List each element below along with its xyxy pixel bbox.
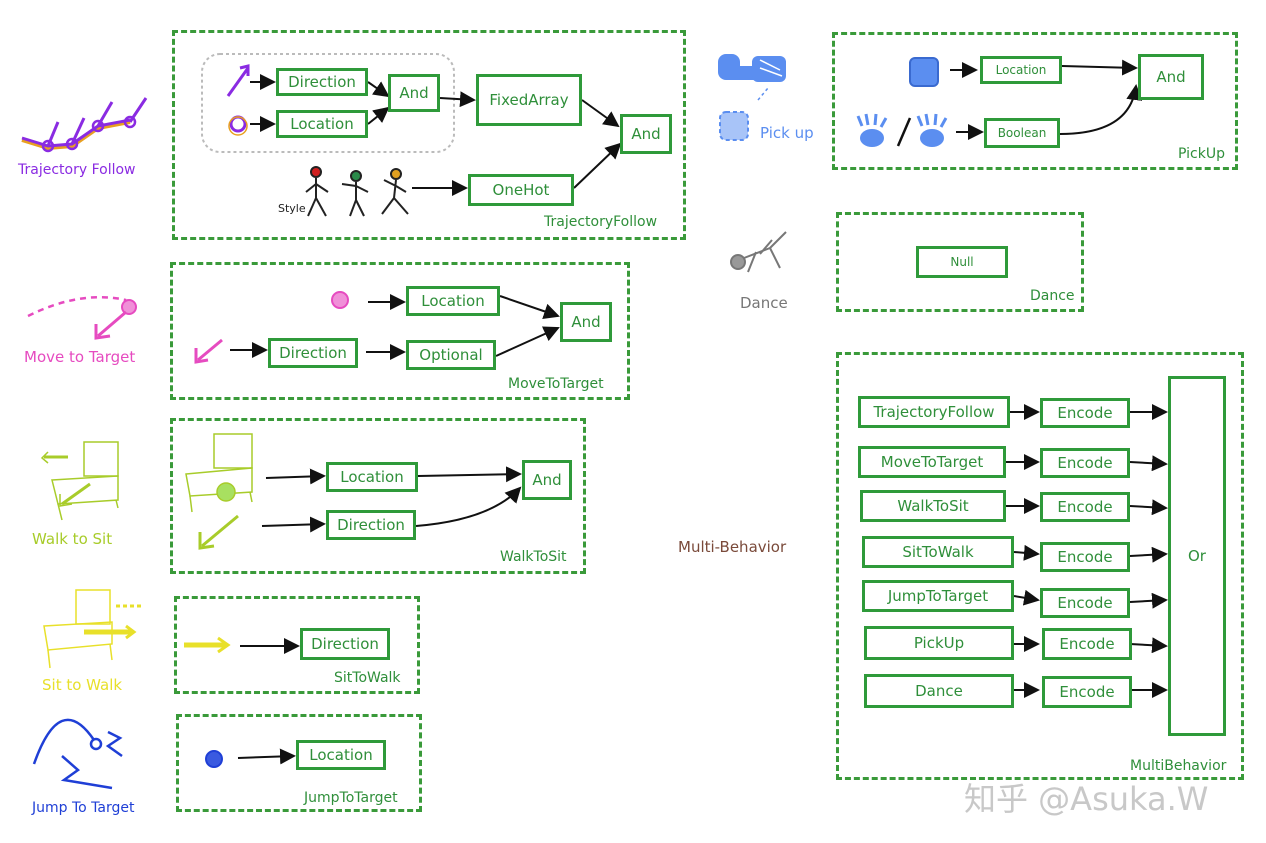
mb-frame-title: MultiBehavior [1130, 758, 1227, 774]
move-direction-icon [197, 338, 223, 362]
label-walk-to-sit: Walk to Sit [32, 530, 113, 548]
style-dancers-icon [305, 166, 409, 217]
move-to-target-frame [170, 262, 630, 400]
mb-row-encode: Encode [1040, 542, 1130, 572]
label-move-to-target: Move to Target [24, 348, 136, 366]
ws-frame-title: WalkToSit [500, 549, 567, 565]
sw-direction-node: Direction [300, 628, 390, 660]
jump-target-icon [32, 718, 123, 790]
jump-dot-icon [205, 750, 223, 768]
tf-onehot-node: OneHot [468, 174, 574, 206]
chair-icon [185, 433, 253, 513]
sit-direction-icon [201, 514, 239, 548]
tf-location-node: Location [276, 110, 368, 138]
mb-row-encode: Encode [1040, 448, 1130, 478]
mb-row-name: Dance [864, 674, 1014, 708]
mb-row-name: WalkToSit [860, 490, 1006, 522]
multi-behavior-frame [836, 352, 1244, 780]
sit-walk-chair-icon [43, 589, 144, 669]
mt-frame-title: MoveToTarget [508, 376, 604, 392]
walk-to-sit-frame [170, 418, 586, 574]
move-target-icon [27, 295, 137, 340]
direction-arrow-icon [226, 67, 250, 97]
sw-frame-title: SitToWalk [334, 670, 401, 686]
pu-boolean-node: Boolean [984, 118, 1060, 148]
pu-location-node: Location [980, 56, 1062, 84]
tf-direction-node: Direction [276, 68, 368, 96]
mb-row-name: PickUp [864, 626, 1014, 660]
mt-location-node: Location [406, 286, 500, 316]
ws-and-node: And [522, 460, 572, 500]
dance-null-node: Null [916, 246, 1008, 278]
pick-up-frame [832, 32, 1238, 170]
mb-row-encode: Encode [1042, 628, 1132, 660]
mt-optional-node: Optional [406, 340, 496, 370]
mb-row-encode: Encode [1040, 398, 1130, 428]
tf-frame-title: TrajectoryFollow [544, 214, 658, 230]
target-dot-icon [331, 291, 349, 309]
mb-row-encode: Encode [1042, 676, 1132, 708]
dance-icon [730, 231, 787, 273]
jt-frame-title: JumpToTarget [304, 790, 398, 806]
ws-direction-node: Direction [326, 510, 416, 540]
mb-or-node: Or [1168, 376, 1226, 736]
mb-row-encode: Encode [1040, 492, 1130, 522]
tf-and-node-1: And [388, 74, 440, 112]
label-jump-to-target: Jump To Target [32, 800, 135, 816]
hand-open-icon [856, 113, 948, 147]
mt-direction-node: Direction [268, 338, 358, 368]
jump-to-target-frame [176, 714, 422, 812]
tf-and-node-2: And [620, 114, 672, 154]
mt-and-node: And [560, 302, 612, 342]
label-style: Style [278, 202, 306, 215]
mb-row-name: TrajectoryFollow [858, 396, 1010, 428]
label-pick-up: Pick up [760, 124, 814, 142]
watermark: 知乎 @Asuka.W [964, 780, 1209, 818]
mb-row-name: MoveToTarget [858, 446, 1006, 478]
mb-row-name: SitToWalk [862, 536, 1014, 568]
jt-location-node: Location [296, 740, 386, 770]
pu-frame-title: PickUp [1178, 146, 1225, 162]
pu-and-node: And [1138, 54, 1204, 100]
mb-row-encode: Encode [1040, 588, 1130, 618]
label-sit-to-walk: Sit to Walk [42, 676, 123, 694]
trajectory-follow-frame [172, 30, 686, 240]
input-group-outline [201, 53, 455, 153]
dance-frame [836, 212, 1084, 312]
dance-frame-title: Dance [1030, 288, 1075, 304]
walk-sit-chair-icon [40, 441, 119, 521]
pick-box-icon [909, 57, 939, 87]
label-multi-behavior: Multi-Behavior [678, 538, 787, 556]
tf-fixed-array-node: FixedArray [476, 74, 582, 126]
label-trajectory-follow: Trajectory Follow [18, 162, 136, 178]
sit-to-walk-frame [174, 596, 420, 694]
pick-up-icon [718, 54, 786, 141]
mb-row-name: JumpToTarget [862, 580, 1014, 612]
ws-location-node: Location [326, 462, 418, 492]
trajectory-icon [21, 97, 148, 153]
sit-target-icon [216, 482, 236, 502]
label-dance: Dance [740, 294, 788, 312]
